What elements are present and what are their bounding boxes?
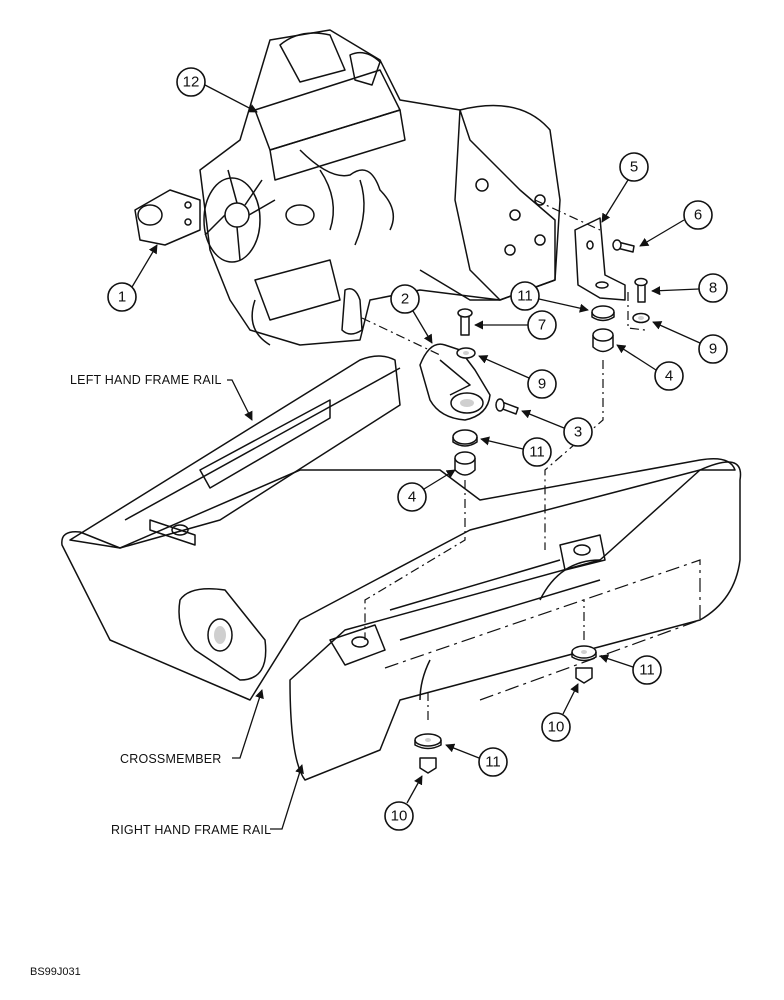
callout-4-left: 4 bbox=[397, 469, 456, 512]
svg-text:6: 6 bbox=[694, 207, 702, 224]
svg-text:8: 8 bbox=[709, 280, 717, 297]
svg-text:5: 5 bbox=[630, 159, 638, 176]
part-3-bolt bbox=[495, 398, 519, 415]
part-9-washer-left bbox=[456, 347, 476, 359]
callout-11-lower-left: 11 bbox=[445, 743, 508, 777]
figure-reference: BS99J031 bbox=[30, 966, 81, 978]
callout-11-lower-right: 11 bbox=[599, 654, 662, 685]
left-frame-rail-label: LEFT HAND FRAME RAIL bbox=[70, 373, 222, 387]
part-10-nut-left bbox=[419, 757, 437, 774]
callout-11-upper-right: 11 bbox=[510, 281, 589, 313]
svg-text:9: 9 bbox=[538, 376, 546, 393]
right-frame-rail-label: RIGHT HAND FRAME RAIL bbox=[111, 823, 271, 837]
svg-text:3: 3 bbox=[574, 424, 582, 441]
part-10-nut-right bbox=[575, 667, 593, 684]
svg-text:2: 2 bbox=[401, 291, 409, 308]
crossmember-label: CROSSMEMBER bbox=[120, 752, 222, 766]
svg-text:12: 12 bbox=[183, 74, 200, 91]
svg-text:4: 4 bbox=[665, 368, 673, 385]
callout-2: 2 bbox=[390, 284, 433, 344]
callout-7: 7 bbox=[474, 310, 557, 340]
part-11-isolator-lower-right bbox=[571, 645, 597, 662]
part-11-isolator-lower-left bbox=[414, 733, 442, 750]
left-frame-rail bbox=[69, 355, 401, 549]
part-11-isolator-left bbox=[452, 429, 478, 447]
right-frame-rail bbox=[289, 461, 742, 781]
callout-6: 6 bbox=[639, 200, 713, 247]
svg-text:11: 11 bbox=[639, 662, 655, 679]
crossmember bbox=[61, 458, 736, 701]
callout-4-right: 4 bbox=[616, 344, 684, 391]
callout-9-right: 9 bbox=[652, 321, 728, 364]
svg-text:11: 11 bbox=[517, 288, 533, 305]
svg-text:11: 11 bbox=[529, 444, 545, 461]
callout-9-left: 9 bbox=[478, 355, 557, 399]
callout-11-left: 11 bbox=[480, 436, 552, 467]
svg-text:1: 1 bbox=[118, 289, 126, 306]
callout-10-right: 10 bbox=[541, 683, 579, 742]
part-1-front-bracket bbox=[134, 189, 201, 246]
callout-3: 3 bbox=[521, 409, 593, 447]
part-4-spacer-left bbox=[454, 451, 476, 476]
svg-text:10: 10 bbox=[391, 808, 408, 825]
callout-12: 12 bbox=[176, 67, 258, 113]
part-11-isolator-right bbox=[591, 305, 615, 322]
part-8-bolt bbox=[634, 277, 648, 303]
svg-text:10: 10 bbox=[548, 719, 565, 736]
cooling-fan bbox=[203, 169, 276, 263]
part-2-mount-bracket bbox=[419, 343, 491, 421]
part-5-right-bracket bbox=[574, 217, 626, 301]
part-7-bolt bbox=[457, 308, 473, 336]
part-6-bolt bbox=[612, 239, 635, 253]
svg-text:11: 11 bbox=[485, 754, 501, 771]
svg-text:4: 4 bbox=[408, 489, 416, 506]
callout-1: 1 bbox=[107, 244, 158, 312]
callout-10-left: 10 bbox=[384, 775, 423, 831]
callout-8: 8 bbox=[651, 273, 728, 303]
callout-5: 5 bbox=[601, 152, 649, 223]
engine-assembly bbox=[199, 29, 561, 346]
svg-text:9: 9 bbox=[709, 341, 717, 358]
part-4-spacer-right bbox=[592, 328, 614, 353]
svg-text:7: 7 bbox=[538, 317, 546, 334]
engine-block bbox=[199, 29, 556, 346]
part-9-washer-right bbox=[632, 312, 650, 324]
frame-assembly bbox=[61, 355, 742, 781]
